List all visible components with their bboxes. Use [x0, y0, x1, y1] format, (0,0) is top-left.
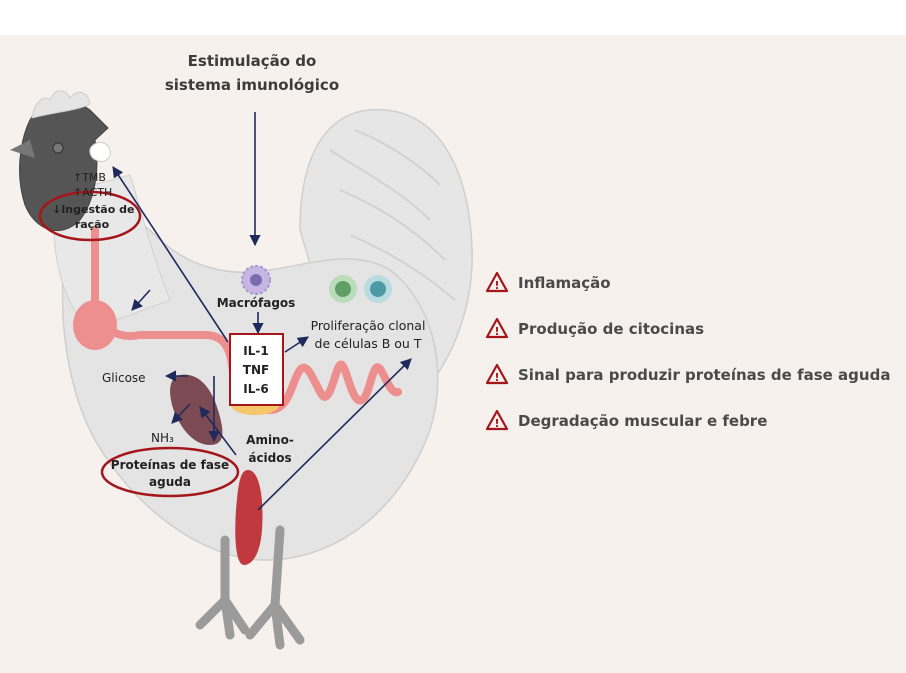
warning-icon: !	[485, 363, 509, 385]
feed-intake-highlight	[38, 190, 142, 242]
label-proliferacao-2: de células B ou T	[315, 336, 422, 351]
cytokine-box	[229, 333, 284, 406]
warning-icon: !	[485, 317, 509, 339]
label-proliferacao-1: Proliferação clonal	[311, 318, 426, 333]
legend-item: ! Inflamação	[485, 271, 611, 293]
label-aminoacidos-1: Amino-	[246, 433, 294, 447]
label-il6: IL-6	[243, 382, 268, 396]
label-tmb: ↑TMB	[73, 171, 106, 184]
label-macrofagos: Macrófagos	[217, 296, 296, 310]
macrophage-cell	[241, 265, 271, 295]
svg-text:Degradação muscular e febre: Degradação muscular e febre	[518, 412, 767, 430]
label-ingestao-2: ração	[75, 218, 110, 231]
label-proteinas-2: aguda	[149, 475, 191, 489]
label-aminoacidos-2: ácidos	[248, 451, 291, 465]
svg-text:Sinal para produzir proteínas: Sinal para produzir proteínas de fase ag…	[518, 366, 890, 384]
b-cell	[329, 275, 357, 303]
label-ingestao-1: ↓Ingestão de	[52, 203, 134, 216]
bird-legs	[195, 525, 305, 650]
legend: ! Inflamação ! Produção de citocinas ! S…	[485, 271, 890, 431]
label-nh3: NH₃	[151, 431, 174, 445]
t-cell	[364, 275, 392, 303]
warning-icon: !	[485, 409, 509, 431]
svg-text:Produção de citocinas: Produção de citocinas	[518, 320, 704, 338]
warning-icon: !	[485, 271, 509, 293]
svg-text:!: !	[494, 417, 499, 430]
legend-item: ! Degradação muscular e febre	[485, 409, 767, 431]
svg-text:!: !	[494, 279, 499, 292]
legend-item: ! Sinal para produzir proteínas de fase …	[485, 363, 890, 385]
svg-text:!: !	[494, 371, 499, 384]
label-acth: ↑ACTH	[73, 186, 112, 199]
label-proteinas-1: Proteínas de fase	[111, 458, 229, 472]
muscle	[235, 470, 263, 565]
arrows	[112, 112, 412, 511]
label-glicose: Glicose	[102, 371, 146, 385]
svg-text:Inflamação: Inflamação	[518, 274, 611, 292]
svg-text:!: !	[494, 325, 499, 338]
label-tnf: TNF	[243, 363, 269, 377]
label-il1: IL-1	[243, 344, 268, 358]
title-line-1: Estimulação do	[188, 52, 317, 70]
acute-phase-highlight	[100, 446, 240, 498]
title-line-2: sistema imunológico	[165, 76, 339, 94]
legend-item: ! Produção de citocinas	[485, 317, 704, 339]
liver	[170, 374, 223, 445]
bird-head	[10, 90, 111, 232]
